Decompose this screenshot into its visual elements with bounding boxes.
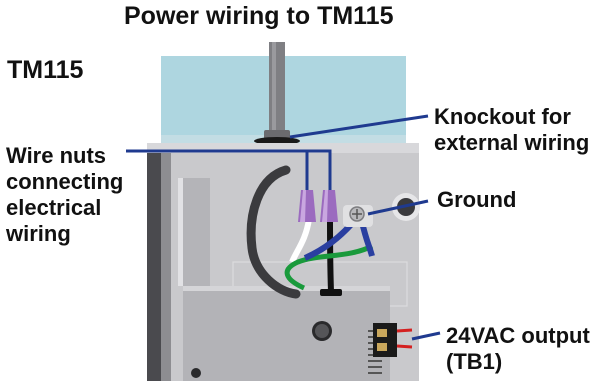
leader-wire-nuts — [126, 149, 332, 190]
callout-wire-nuts-line-3: electrical — [6, 195, 102, 220]
transformer-box — [183, 286, 390, 381]
terminal-block-tb1 — [373, 323, 397, 357]
callout-knockout-line-2: external wiring — [434, 130, 590, 155]
leader-lines — [126, 114, 441, 341]
leader-output — [411, 331, 441, 341]
mount-screw — [191, 368, 201, 378]
callout-wire-nuts-line-1: Wire nuts — [6, 143, 107, 168]
callout-knockout: Knockout for external wiring — [434, 104, 589, 156]
diagram-title: Power wiring to TM115 — [124, 2, 394, 30]
callout-output: 24VAC output (TB1) — [446, 323, 590, 375]
callout-wire-nuts: Wire nuts connecting electrical wiring — [6, 143, 123, 247]
callout-ground: Ground — [437, 187, 517, 212]
callout-wire-nuts-line-4: wiring — [6, 221, 71, 246]
power-conduit — [269, 42, 285, 140]
model-label: TM115 — [7, 56, 84, 84]
callout-output-line-1: 24VAC output — [446, 323, 590, 348]
white-wire — [289, 218, 312, 264]
leader-ground — [367, 199, 429, 216]
callout-output-line-2: (TB1) — [446, 349, 503, 374]
housing-left-shadow — [147, 153, 161, 381]
cable-grommet — [320, 289, 342, 296]
incoming-cable — [246, 165, 301, 299]
leader-knockout — [289, 114, 429, 139]
ground-wire-green — [284, 243, 374, 291]
housing-top-edge — [147, 143, 419, 153]
inner-bracket — [178, 178, 210, 286]
callout-wire-nuts-line-2: connecting — [6, 169, 124, 194]
callout-knockout-line-1: Knockout for — [434, 104, 571, 129]
output-wire-red — [396, 328, 413, 333]
